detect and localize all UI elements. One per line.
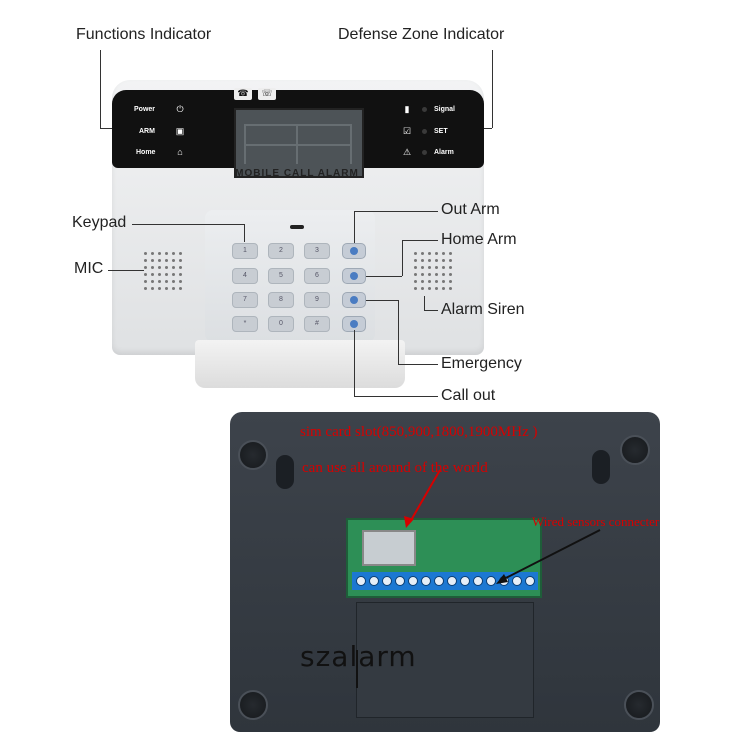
home-icon: ⌂ — [177, 147, 183, 157]
lcd-display — [234, 108, 364, 178]
defense-zone-indicator-label: Defense Zone Indicator — [338, 26, 505, 43]
signal-indicator-label: Signal — [434, 106, 456, 113]
key-5[interactable]: 5 — [268, 268, 294, 284]
leader-line — [492, 50, 493, 128]
alarm-indicator-label: Alarm — [434, 149, 454, 156]
wired-arrowhead — [496, 574, 508, 584]
emergency-label: Emergency — [441, 355, 522, 372]
leader-line — [402, 240, 403, 276]
home-arm-icon — [350, 272, 358, 280]
alarm-icon: ⚠ — [402, 147, 412, 157]
wired-sensors-note: Wired sensors connecter — [532, 514, 660, 529]
key-4[interactable]: 4 — [232, 268, 258, 284]
phone-icon: ☎ — [234, 88, 252, 100]
power-indicator-label: Power — [134, 106, 156, 113]
indicator-bar: Power ARM Home ⏻ ▣ ⌂ ☎ ☏ ▮ ☑ ⚠ Signal SE… — [112, 88, 484, 178]
alarm-siren-icon — [350, 296, 358, 304]
desk-stand — [195, 340, 405, 388]
key-7[interactable]: 7 — [232, 292, 258, 308]
emergency-icon — [350, 320, 358, 328]
screw-top-right — [620, 435, 650, 465]
leader-line — [366, 300, 398, 301]
key-hash[interactable]: # — [304, 316, 330, 332]
wired-sensor-terminal — [352, 572, 538, 590]
set-icon: ☑ — [402, 126, 412, 136]
leader-line — [398, 364, 438, 365]
leader-line — [354, 211, 438, 212]
leader-line — [402, 240, 438, 241]
mic-grille — [144, 252, 184, 292]
key-3[interactable]: 3 — [304, 243, 330, 259]
keypad-led — [290, 225, 304, 229]
out-arm-icon — [350, 247, 358, 255]
wall-mount-hole-right — [592, 450, 610, 484]
key-6[interactable]: 6 — [304, 268, 330, 284]
set-indicator-label: SET — [434, 128, 448, 135]
call-out-label: Call out — [441, 387, 496, 404]
key-2[interactable]: 2 — [268, 243, 294, 259]
mic-label: MIC — [74, 260, 104, 277]
leader-line — [354, 211, 355, 243]
leader-line — [398, 300, 399, 364]
leader-line — [100, 50, 101, 128]
power-icon: ⏻ — [176, 104, 184, 114]
home-arm-label: Home Arm — [441, 231, 517, 248]
wall-mount-hole-left — [276, 455, 294, 489]
battery-cover[interactable] — [356, 602, 534, 718]
functions-indicator-label: Functions Indicator — [76, 26, 212, 43]
home-indicator-label: Home — [136, 149, 156, 156]
screw-top-left — [238, 440, 268, 470]
out-arm-button[interactable] — [342, 243, 366, 259]
leader-line — [354, 396, 438, 397]
speaker-grille — [414, 252, 454, 292]
signal-icon: ▮ — [404, 104, 410, 114]
screw-bottom-left — [238, 690, 268, 720]
mobile-phone-icon: ☏ — [258, 88, 276, 100]
arm-icon: ▣ — [175, 126, 185, 136]
key-8[interactable]: 8 — [268, 292, 294, 308]
sim-arrowhead — [404, 516, 414, 528]
leader-line — [424, 296, 425, 310]
signal-led — [422, 107, 427, 112]
key-9[interactable]: 9 — [304, 292, 330, 308]
leader-line — [366, 276, 402, 277]
sim-slot-note: sim card slot(850,900,1800,1900MHz ) — [300, 424, 538, 440]
device-label: MOBILE CALL ALARM — [235, 168, 359, 179]
leader-line — [108, 270, 144, 271]
key-0[interactable]: 0 — [268, 316, 294, 332]
arm-indicator-label: ARM — [139, 128, 155, 135]
alarm-siren-button[interactable] — [342, 292, 366, 308]
key-star[interactable]: * — [232, 316, 258, 332]
sim-card-slot[interactable] — [362, 530, 416, 566]
sim-arrow — [409, 469, 441, 523]
leader-line — [424, 310, 438, 311]
leader-line — [100, 128, 116, 129]
alarm-siren-label: Alarm Siren — [441, 301, 525, 318]
leader-line — [244, 224, 245, 242]
brand-watermark: szalarm — [300, 640, 417, 673]
keypad-label: Keypad — [72, 214, 127, 231]
set-led — [422, 129, 427, 134]
screw-bottom-right — [624, 690, 654, 720]
wired-arrow — [501, 529, 601, 581]
out-arm-label: Out Arm — [441, 201, 500, 218]
world-note: can use all around of the world — [302, 460, 488, 476]
leader-line — [354, 330, 355, 396]
home-arm-button[interactable] — [342, 268, 366, 284]
cover-mark — [356, 650, 358, 688]
alarm-led — [422, 150, 427, 155]
leader-line — [132, 224, 244, 225]
key-1[interactable]: 1 — [232, 243, 258, 259]
